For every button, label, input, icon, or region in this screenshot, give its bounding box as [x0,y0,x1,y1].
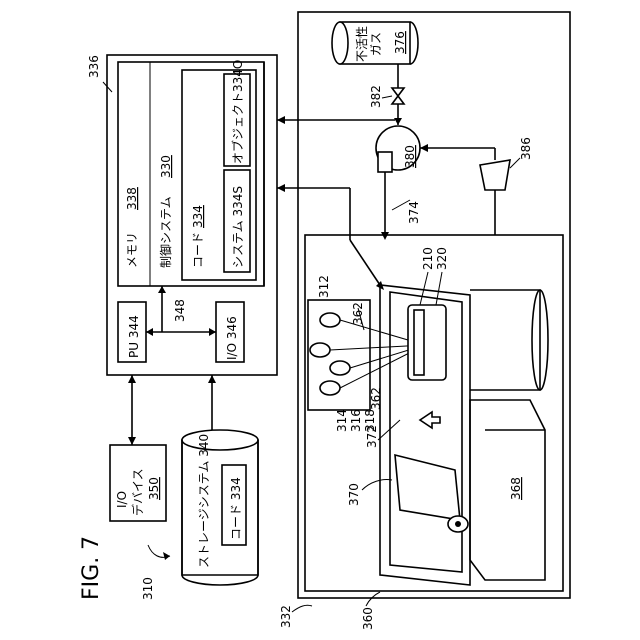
ref-338: 338 [125,187,139,210]
powder-supply-368 [470,400,545,580]
ref-382: 382 [369,85,383,108]
ref-376: 376 [393,31,407,54]
pipe-374-arrow [381,232,389,240]
io-device-line1: I/O [115,491,129,508]
ref-372: 372 [365,425,379,448]
ref-310: 310 [141,577,155,600]
ref-386-leader [510,158,520,168]
io-device-line2: デバイス [130,468,145,516]
recoater-axle [455,521,461,527]
ref-320: 320 [435,247,449,270]
ref-210-leader [420,272,428,305]
gas-into-blower-arrow [394,118,402,125]
pu-device-arrow-up [128,375,136,383]
memory-label: メモリ [125,232,139,268]
ref-330: 330 [159,155,173,178]
ref-382-leader [382,96,392,98]
sensor-316 [330,361,350,375]
blower-outlet [378,152,392,172]
control-system-label: 制御システム [158,196,173,268]
recoat-direction-arrow [420,412,440,428]
inert-gas-line1: 不活性 [355,26,369,62]
io-storage-arrow-up [208,375,216,383]
storage-top [182,430,258,450]
filter-386 [480,160,510,190]
inert-gas-tank-end-left [332,22,348,64]
ref-374: 374 [407,201,421,224]
inert-gas-tank-end-right [410,22,418,64]
ref-372-leader [378,420,400,440]
ref-370: 370 [347,483,361,506]
ref-334-code: 334 [191,205,205,228]
signal-line-diag [350,240,380,285]
ref-370-leader [362,479,392,490]
ref-362-bottom: 362 [369,387,383,410]
ref-380: 380 [403,145,417,168]
code-label: コード [191,232,205,268]
ref-310-arrowhead [163,552,170,560]
ref-348: 348 [173,299,187,322]
ref-332: 332 [279,605,293,628]
ref-310-group: 310 [141,545,170,600]
io-device-num: 350 [147,477,161,500]
ref-210: 210 [421,247,435,270]
ref-336: 336 [87,55,101,78]
ref-316: 316 [349,409,363,432]
ref-386: 386 [519,137,533,160]
sensor-314 [310,343,330,357]
signal-arrow-380 [277,116,285,124]
valve-body [392,88,404,104]
sensor-318 [320,381,340,395]
ref-360: 360 [361,607,375,630]
ref-320-leader [436,272,442,305]
system-334s-label: システム 334S [231,186,245,268]
ref-368: 368 [509,477,523,500]
sensor-312 [320,313,340,327]
object-334o-label: オブジェクト334O [230,60,245,164]
build-cylinder [470,290,540,390]
io-label: I/O 346 [225,316,239,360]
storage-label: ストレージシステム 340 [197,434,211,568]
recoater-370 [395,455,460,520]
ref-360-leader [366,592,380,606]
pu-label: PU 344 [127,315,141,358]
ref-312: 312 [317,275,331,298]
ref-362-top: 362 [351,302,365,325]
figure-title: FIG. 7 [79,536,104,600]
storage-bottom [182,575,258,585]
ref-332-leader [292,605,312,612]
storage-code-label: コード 334 [229,477,243,540]
inert-gas-line2: ガス [369,32,383,56]
ref-314: 314 [335,409,349,432]
signal-arrow-chamber [277,184,285,192]
pu-device-arrow-down [128,437,136,445]
return-arrow [420,144,428,152]
